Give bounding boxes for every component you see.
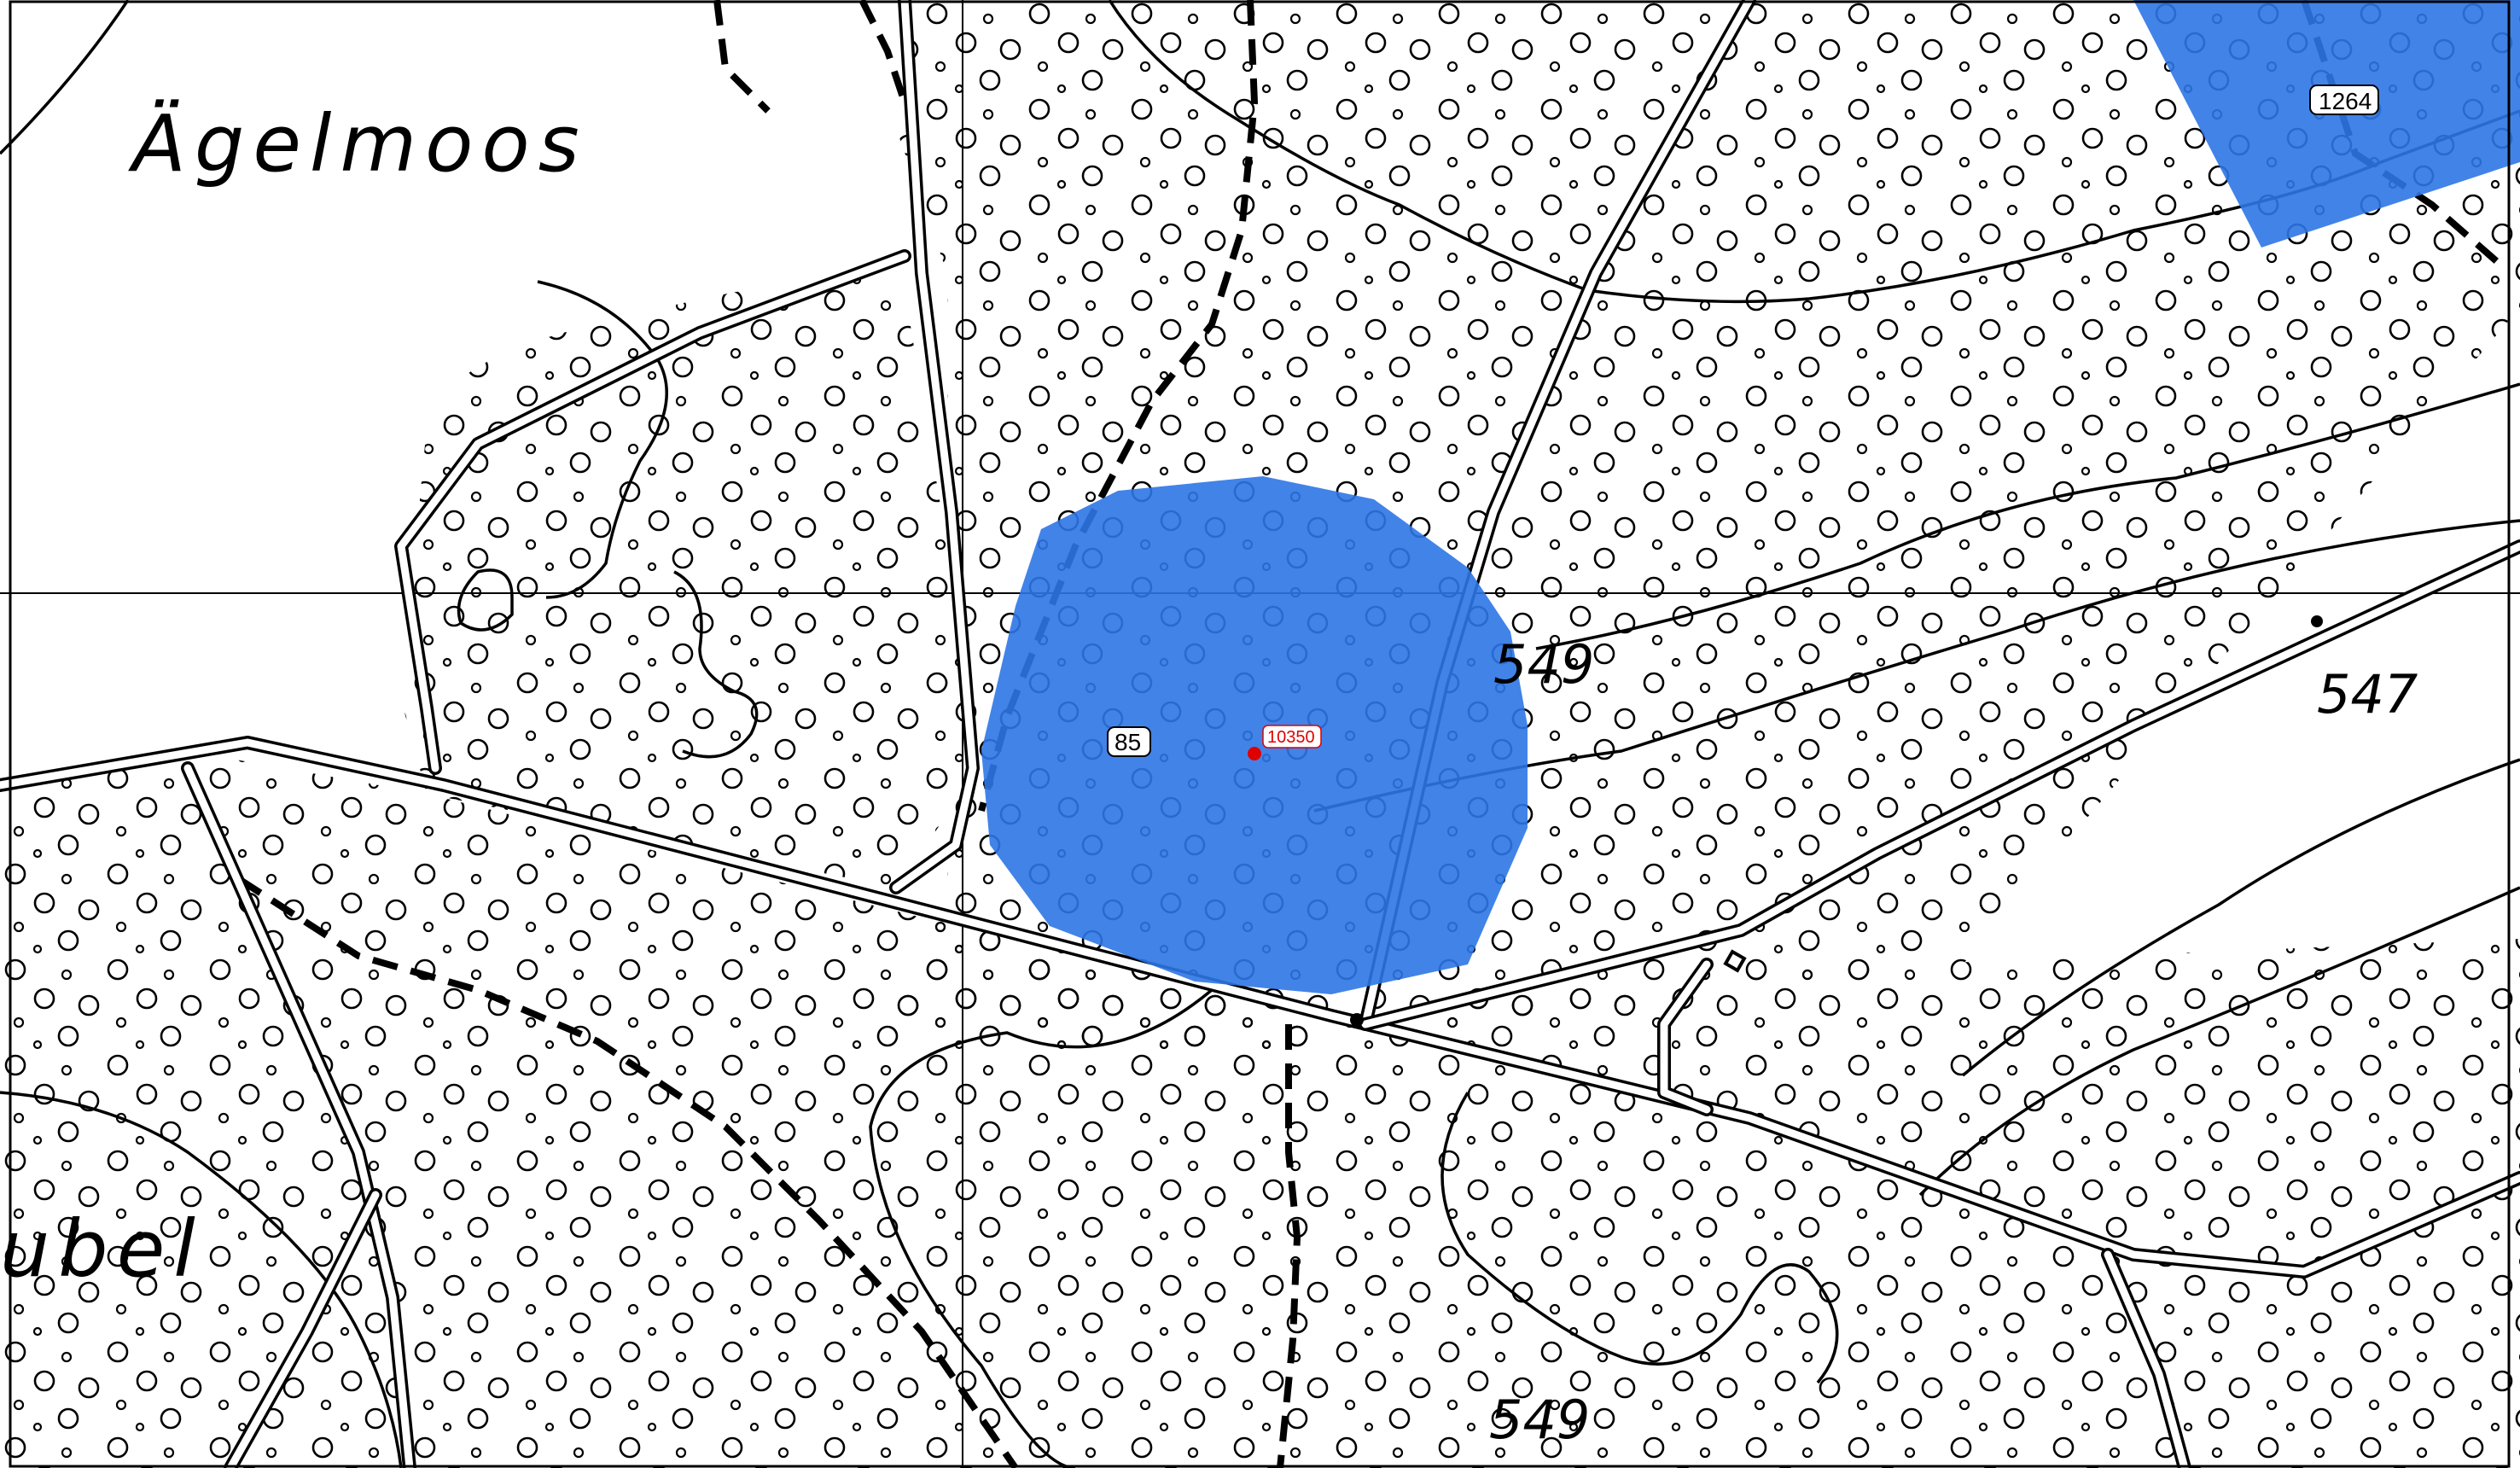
place-label-partial: ubel bbox=[0, 1203, 204, 1295]
junction-point bbox=[2311, 615, 2323, 627]
measurement-point[interactable] bbox=[1248, 747, 1261, 760]
junction-point bbox=[1350, 1013, 1364, 1027]
place-label-agelmoos: Ägelmoos bbox=[128, 98, 588, 189]
road-number-box bbox=[2309, 84, 2379, 115]
forest-area-southwest bbox=[0, 751, 1365, 1468]
highlighted-area[interactable] bbox=[981, 476, 1528, 994]
feature-number-box bbox=[1107, 726, 1151, 757]
point-id-label: 10350 bbox=[1267, 728, 1315, 747]
map-frame bbox=[9, 0, 2511, 1468]
elevation-label-547: 547 bbox=[2317, 663, 2418, 725]
elevation-label-549-bottom: 549 bbox=[1489, 1389, 1590, 1451]
elevation-label-549-center: 549 bbox=[1493, 633, 1594, 696]
forest-area-southeast bbox=[1348, 939, 2520, 1468]
road-number-label: 1264 bbox=[2319, 88, 2372, 114]
forest-area-west bbox=[401, 278, 956, 888]
feature-number-label: 85 bbox=[1115, 729, 1141, 755]
highlighted-area-northeast[interactable] bbox=[2133, 0, 2520, 248]
building-symbol bbox=[1723, 949, 1747, 973]
point-id-box bbox=[1262, 725, 1322, 749]
